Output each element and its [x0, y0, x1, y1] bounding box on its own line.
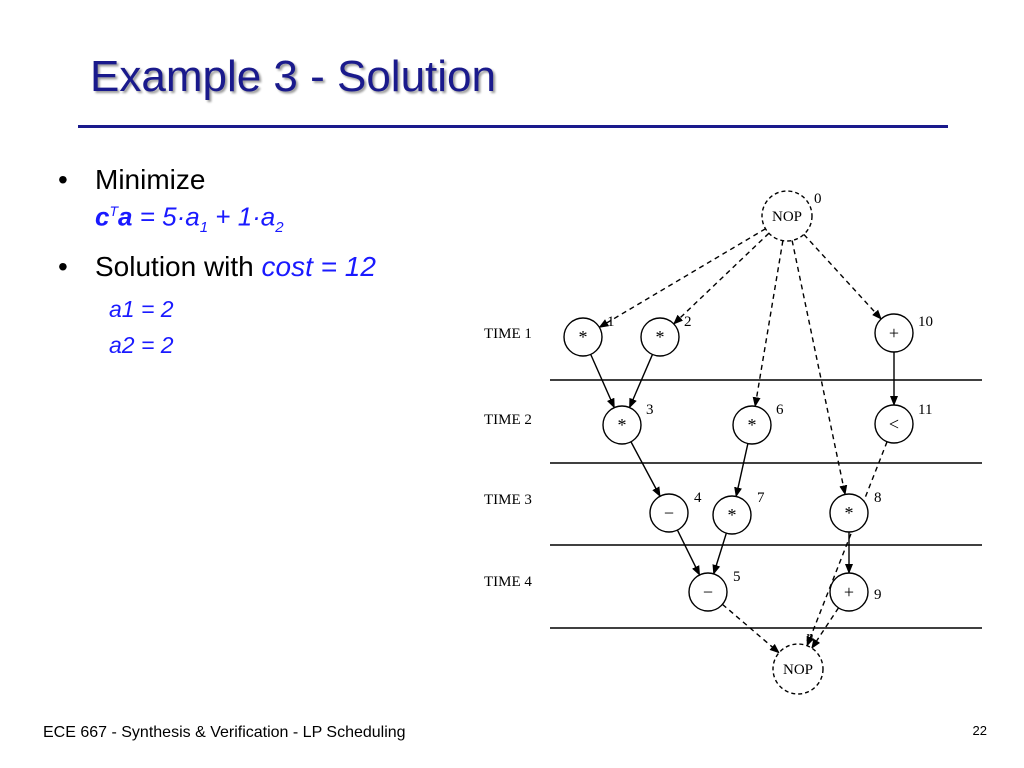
node-label: 7	[757, 490, 765, 506]
node-6: *6	[732, 402, 784, 445]
node-0: NOP 0	[761, 190, 822, 242]
formula-sub2: 2	[275, 218, 284, 236]
node-op: *	[748, 415, 757, 435]
bullet-text: Minimize	[95, 164, 206, 195]
node-1: *1	[563, 314, 615, 357]
objective-formula: cTa = 5·a1 + 1·a2	[95, 196, 478, 243]
node-op: +	[844, 582, 854, 602]
node-circle	[602, 405, 642, 445]
formula-eq: = 5·a	[132, 201, 200, 232]
node-op: −	[703, 582, 713, 602]
title-underline	[78, 125, 948, 128]
node-op: *	[728, 505, 737, 525]
edge-9-to-n	[811, 607, 840, 649]
node-op: −	[664, 503, 674, 523]
node-circle	[772, 643, 824, 695]
bullet-minimize: • Minimize cTa = 5·a1 + 1·a2	[58, 164, 478, 243]
node-n: NOP n	[772, 629, 824, 695]
edge-0-to-2	[673, 232, 770, 325]
edge-11-to-n	[806, 441, 888, 647]
edge-0-to-1	[598, 228, 766, 328]
node-label: 4	[694, 490, 702, 506]
edge-2-to-3	[628, 354, 654, 409]
node-8: *8	[829, 490, 882, 533]
node-7: *7	[712, 490, 765, 535]
bullet-marker: •	[58, 164, 68, 195]
edge-6-to-7	[734, 443, 749, 498]
node-op: *	[656, 327, 665, 347]
time-label-3: TIME 3	[484, 492, 532, 508]
edge-3-to-4	[630, 441, 661, 498]
page-number: 22	[972, 723, 987, 738]
node-label: 5	[733, 569, 741, 585]
slide-title: Example 3 - Solution	[90, 52, 496, 101]
node-circle	[688, 572, 728, 612]
sub-item-a1: a1 = 2	[109, 295, 174, 322]
node-op: *	[845, 503, 854, 523]
bullet-marker: •	[58, 250, 68, 282]
node-10: +10	[874, 313, 933, 353]
node-label: 11	[918, 402, 932, 418]
node-op: *	[618, 415, 627, 435]
node-circle	[712, 495, 752, 535]
edge-0-to-10	[803, 233, 882, 320]
node-circle	[732, 405, 772, 445]
edge-1-to-3	[590, 354, 615, 409]
formula-sub1: 1	[199, 218, 209, 236]
graph-edges	[590, 228, 898, 654]
scheduling-graph: TIME 1 TIME 2 TIME 3 TIME 4 NOP0*1*2+10*…	[484, 190, 982, 695]
node-label: n	[806, 629, 814, 645]
node-2: *2	[640, 314, 692, 357]
bullet-solution: • Solution with cost = 12	[58, 251, 478, 283]
footer-text: ECE 667 - Synthesis & Verification - LP …	[43, 724, 406, 741]
bullet-list: • Minimize cTa = 5·a1 + 1·a2 • Solution …	[58, 164, 478, 363]
node-5: −5	[688, 569, 741, 612]
node-circle	[563, 317, 603, 357]
node-label: 10	[918, 314, 933, 330]
node-label: 6	[776, 402, 784, 418]
formula-a: a	[118, 201, 133, 232]
bullet-highlight: cost = 12	[261, 250, 376, 282]
node-circle	[829, 572, 869, 612]
time-label-2: TIME 2	[484, 412, 532, 428]
node-circle	[874, 313, 914, 353]
node-circle	[640, 317, 680, 357]
time-divider-lines	[550, 379, 982, 629]
node-3: *3	[602, 402, 654, 445]
node-label: 9	[874, 587, 882, 603]
node-11: <11	[874, 402, 932, 444]
edge-7-to-5	[712, 532, 728, 575]
node-9: +9	[829, 572, 882, 612]
node-label: 8	[874, 490, 882, 506]
formula-mid: + 1·a	[208, 201, 276, 232]
node-op: NOP	[783, 662, 813, 678]
node-circle	[761, 190, 813, 242]
edge-0-to-8	[791, 240, 848, 496]
bullet-text: Solution with	[95, 250, 262, 282]
node-op: *	[579, 327, 588, 347]
edge-5-to-n	[721, 603, 780, 654]
node-label: 1	[607, 314, 615, 330]
node-label: 0	[814, 191, 822, 207]
time-label-4: TIME 4	[484, 574, 532, 590]
node-circle	[829, 493, 869, 533]
node-label: 3	[646, 402, 654, 418]
node-op: <	[889, 414, 899, 434]
sub-item-a2: a2 = 2	[109, 331, 174, 358]
edge-0-to-6	[752, 240, 784, 408]
node-circle	[874, 404, 914, 444]
node-op: NOP	[772, 209, 802, 225]
formula-sup: T	[109, 203, 119, 219]
formula-c: c	[95, 201, 110, 232]
node-op: +	[889, 323, 899, 343]
node-circle	[649, 493, 689, 533]
edge-4-to-5	[676, 529, 701, 576]
time-label-1: TIME 1	[484, 326, 532, 342]
node-label: 2	[684, 314, 692, 330]
node-4: −4	[649, 490, 702, 533]
